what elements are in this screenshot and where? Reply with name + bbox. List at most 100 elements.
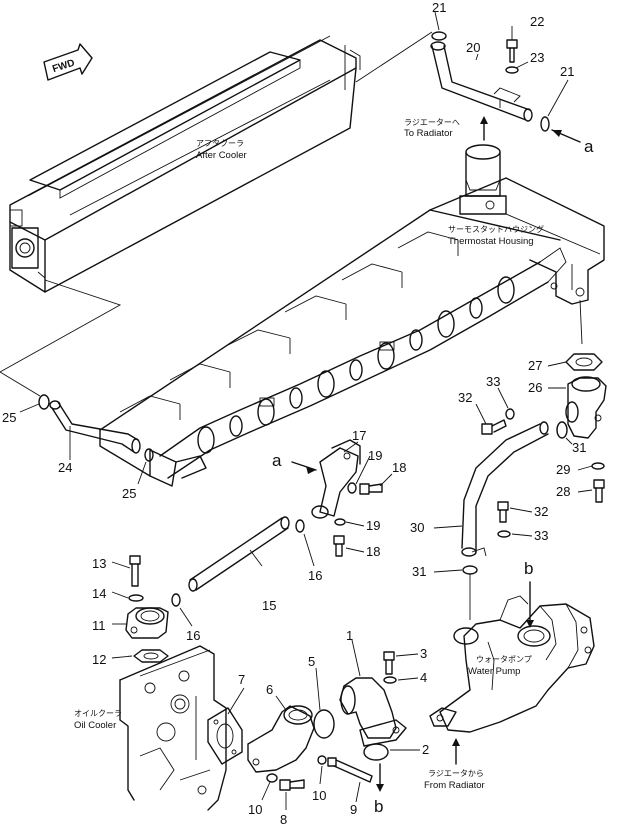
part-number-2: 2 [422, 742, 429, 757]
fwd-label: FWD [51, 58, 76, 76]
washer-23 [505, 66, 519, 74]
part-number-33-lower: 33 [534, 528, 548, 543]
elbow-1 [339, 677, 407, 747]
part-number-21-top: 21 [432, 0, 446, 15]
oil-cooler-label-jp: オイルクーラ [74, 709, 122, 718]
part-number-5: 5 [308, 654, 315, 669]
washer-19-lower [334, 518, 346, 526]
bolt-3 [383, 651, 395, 675]
elbow-11 [125, 607, 169, 639]
part-number-14: 14 [92, 586, 106, 601]
bolt-13 [129, 555, 141, 587]
part-number-10-left: 10 [248, 802, 262, 817]
pipe-24 [49, 400, 141, 454]
water-manifold [149, 247, 567, 487]
after-cooler-label-en: After Cooler [196, 150, 247, 161]
ref-b-lower: b [374, 797, 383, 816]
part-number-12: 12 [92, 652, 106, 667]
part-number-20: 20 [466, 40, 480, 55]
gasket-7 [207, 707, 243, 765]
water-pump-label-jp: ウォータポンプ [476, 655, 532, 664]
part-number-17: 17 [352, 428, 366, 443]
gasket-12 [133, 649, 169, 663]
thermostat-label-en: Thermostat Housing [448, 236, 534, 247]
part-number-9: 9 [350, 802, 357, 817]
bolt-18-upper [359, 483, 383, 495]
bolt-32-lower [497, 501, 509, 523]
oil-cooler [119, 645, 227, 811]
o-ring-21-top [431, 31, 447, 41]
part-number-18-lower: 18 [366, 544, 380, 559]
part-number-25-left: 25 [2, 410, 16, 425]
part-number-30: 30 [410, 520, 424, 535]
washer-4 [383, 676, 397, 684]
pipe-20 [430, 41, 533, 122]
after-cooler [9, 35, 361, 293]
washer-10-right [317, 755, 327, 765]
water-pump-label-en: Water Pump [468, 666, 520, 677]
elbow-6 [247, 705, 315, 773]
oil-cooler-label-en: Oil Cooler [74, 720, 116, 731]
bolt-8 [279, 779, 305, 791]
bolt-18-lower [333, 535, 345, 557]
o-ring-25-left [38, 394, 50, 410]
from-radiator-label-jp: ラジエータから [428, 769, 484, 778]
after-cooler-label-jp: アフタクーラ [196, 139, 244, 148]
part-number-26: 26 [528, 380, 542, 395]
part-number-33-upper: 33 [486, 374, 500, 389]
part-number-19-lower: 19 [366, 518, 380, 533]
part-number-27: 27 [528, 358, 542, 373]
thermostat-label-jp: サーモスタットハウジング [448, 224, 544, 234]
from-radiator-label-en: From Radiator [424, 780, 485, 791]
washer-10-left [266, 773, 278, 783]
to-radiator-label-en: To Radiator [404, 128, 453, 139]
part-number-7: 7 [238, 672, 245, 687]
part-number-32-upper: 32 [458, 390, 472, 405]
part-number-31-upper: 31 [572, 440, 586, 455]
part-number-28: 28 [556, 484, 570, 499]
o-ring-31-upper [556, 421, 568, 439]
part-number-13: 13 [92, 556, 106, 571]
bolt-22 [506, 39, 518, 63]
o-ring-16-right [295, 519, 305, 533]
washer-19-upper [347, 482, 357, 494]
o-ring-31-lower [462, 565, 478, 575]
part-number-1: 1 [346, 628, 353, 643]
cylinder-head [99, 209, 561, 477]
ref-a-lower: a [272, 451, 282, 470]
part-number-3: 3 [420, 646, 427, 661]
part-number-32-lower: 32 [534, 504, 548, 519]
bolt-9 [327, 757, 373, 783]
part-number-23: 23 [530, 50, 544, 65]
part-number-18-upper: 18 [392, 460, 406, 475]
thermostat-housing [429, 144, 605, 305]
washer-14 [128, 594, 144, 602]
part-number-4: 4 [420, 670, 427, 685]
elbow-17 [311, 439, 361, 519]
part-number-6: 6 [266, 682, 273, 697]
o-ring-5 [313, 709, 335, 739]
ref-b-upper: b [524, 559, 533, 578]
o-ring-25-right [144, 448, 154, 462]
pipe-30 [461, 421, 549, 557]
part-number-16-right: 16 [308, 568, 322, 583]
washer-33-upper [505, 408, 515, 420]
part-number-22: 22 [530, 14, 544, 29]
washer-29 [591, 462, 605, 470]
water-pump [429, 595, 595, 733]
bolt-32-upper [481, 419, 507, 435]
tube-15 [188, 516, 290, 592]
bolt-28 [593, 479, 605, 503]
gasket-27 [565, 353, 603, 371]
fwd-arrow-icon: FWD [43, 43, 93, 81]
part-number-29: 29 [556, 462, 570, 477]
gasket-2 [363, 743, 389, 761]
o-ring-21-right [540, 116, 550, 132]
o-ring-16-left [171, 593, 181, 607]
part-number-25-right: 25 [122, 486, 136, 501]
part-number-31-lower: 31 [412, 564, 426, 579]
part-number-16-left: 16 [186, 628, 200, 643]
part-number-8: 8 [280, 812, 287, 826]
washer-33-lower [497, 530, 511, 538]
